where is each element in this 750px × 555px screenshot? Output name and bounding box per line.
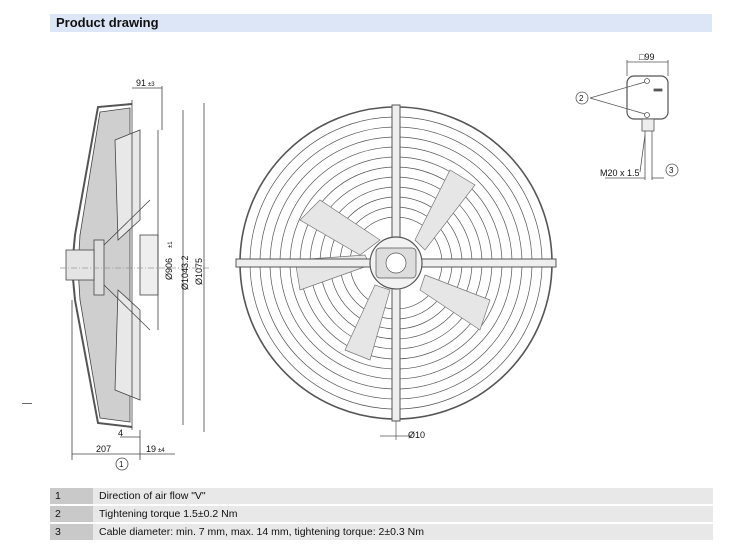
dim-19: 19 [146, 444, 156, 454]
dim-dia-1075: Ø1075 [194, 258, 204, 285]
callout-2: 2 [579, 94, 584, 103]
legend-num: 1 [50, 488, 93, 504]
dim-207: 207 [96, 444, 111, 454]
callout-1: 1 [119, 460, 124, 469]
terminal-box [575, 60, 679, 180]
dim-91-tol: ±3 [148, 82, 155, 88]
dim-dia-1043: Ø1043.2 [180, 255, 190, 290]
thread-size: M20 x 1.5 [600, 168, 640, 178]
legend-num: 2 [50, 506, 93, 522]
legend-text: Tightening torque 1.5±0.2 Nm [93, 506, 713, 522]
callout-3: 3 [669, 166, 674, 175]
box-size: □99 [639, 52, 654, 62]
product-drawing: 91 ±3 Ø906 ±1 Ø1043.2 Ø1075 4 207 19 ±4 … [60, 52, 679, 471]
dim-hole-dia: Ø10 [408, 430, 425, 440]
legend-text: Cable diameter: min. 7 mm, max. 14 mm, t… [93, 524, 713, 540]
legend-text: Direction of air flow "V" [93, 488, 713, 504]
dim-dia-906-tol: ±1 [168, 241, 174, 248]
dim-4: 4 [118, 428, 123, 438]
margin-mark [22, 403, 32, 404]
legend-num: 3 [50, 524, 93, 540]
dim-19-tol: ±4 [158, 448, 165, 454]
dim-dia-906: Ø906 [164, 258, 174, 280]
section-title: Product drawing [56, 15, 159, 30]
front-view [235, 104, 557, 440]
section-header: Product drawing [50, 14, 712, 32]
side-view [60, 86, 210, 471]
dim-91: 91 [136, 78, 146, 88]
